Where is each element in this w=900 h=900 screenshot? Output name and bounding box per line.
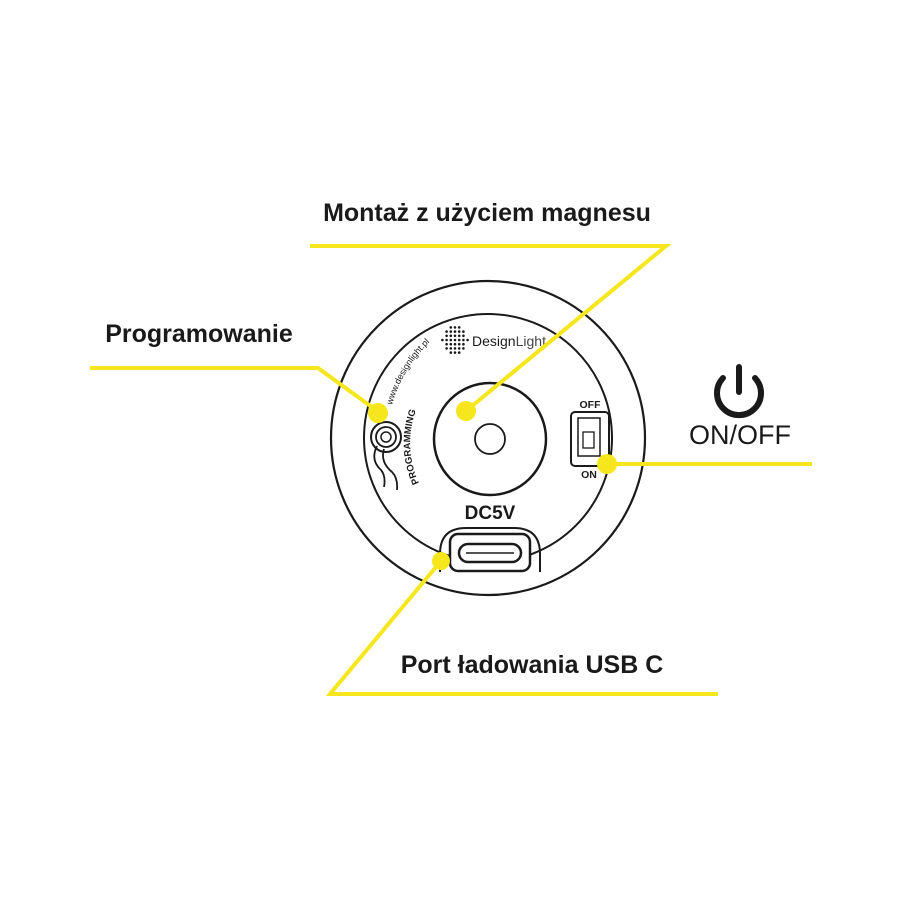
logo-dot <box>457 330 461 333</box>
logo-dot <box>441 338 444 342</box>
logo-dot <box>453 334 457 338</box>
logo-dot <box>445 347 448 350</box>
logo-dot <box>449 334 453 338</box>
logo-dot <box>457 351 461 354</box>
logo-dot <box>462 342 465 346</box>
callout-usb: Port ładowania USB C <box>401 651 664 679</box>
logo-dot <box>449 338 453 342</box>
leader-magnet <box>310 244 672 413</box>
callout-onoff: ON/OFF <box>689 420 791 450</box>
logo-dot <box>457 347 461 350</box>
logo-dot <box>453 338 457 342</box>
logo-dot <box>453 347 457 350</box>
logo-dot <box>445 338 448 342</box>
programming-path: PROGRAMMING <box>402 408 422 486</box>
outer-ring <box>329 279 647 597</box>
logo-dot <box>453 330 457 333</box>
programming-label: PROGRAMMING <box>402 408 422 486</box>
logo-dot <box>453 326 457 329</box>
callout-programming: Programowanie <box>105 320 293 348</box>
logo-dot <box>457 342 461 346</box>
logo-dot <box>457 334 461 338</box>
switch-on-label: ON <box>581 469 597 481</box>
leader-programming <box>90 366 378 412</box>
logo-dot <box>449 347 453 350</box>
logo-dot <box>462 338 465 342</box>
brand-suffix: Light <box>516 333 546 349</box>
brand-name: DesignLight <box>472 333 546 349</box>
magnet-center-hole <box>474 423 506 455</box>
logo-dot <box>462 347 465 350</box>
leader-dots <box>368 401 617 570</box>
logo-dot <box>462 330 465 333</box>
logo-dot <box>449 330 453 333</box>
dot-grid-logo-icon <box>441 326 469 354</box>
logo-dot <box>449 342 453 346</box>
switch-knob <box>582 431 595 449</box>
logo-dot <box>466 338 469 342</box>
logo-dot <box>453 351 457 354</box>
brand-prefix: Design <box>472 333 516 349</box>
website-path: www.designlight.pl <box>384 336 431 406</box>
logo-dot <box>457 338 461 342</box>
logo-dot <box>445 342 448 346</box>
port-label: DC5V <box>465 503 516 524</box>
callout-magnet: Montaż z użyciem magnesu <box>323 199 651 227</box>
leader-usb <box>325 559 718 696</box>
device: DesignLight www.designlight.pl PROGRAMMI… <box>329 279 647 597</box>
logo-dot <box>445 330 448 333</box>
dot-switch <box>597 454 617 474</box>
dot-magnet <box>456 401 476 421</box>
website-text: www.designlight.pl <box>384 336 431 406</box>
usb-c-port[interactable] <box>439 527 541 573</box>
power-icon <box>714 364 764 419</box>
logo-dot <box>462 334 465 338</box>
logo-dot <box>449 326 453 329</box>
dot-programming <box>368 403 388 423</box>
logo-dot <box>453 342 457 346</box>
programming-contact[interactable] <box>370 421 402 491</box>
power-switch[interactable] <box>570 411 610 467</box>
logo-dot <box>449 351 453 354</box>
logo-dot <box>457 326 461 329</box>
logo-dot <box>445 334 448 338</box>
switch-off-label: OFF <box>580 399 602 411</box>
dot-usb <box>432 552 450 570</box>
leader-lines <box>90 244 812 696</box>
